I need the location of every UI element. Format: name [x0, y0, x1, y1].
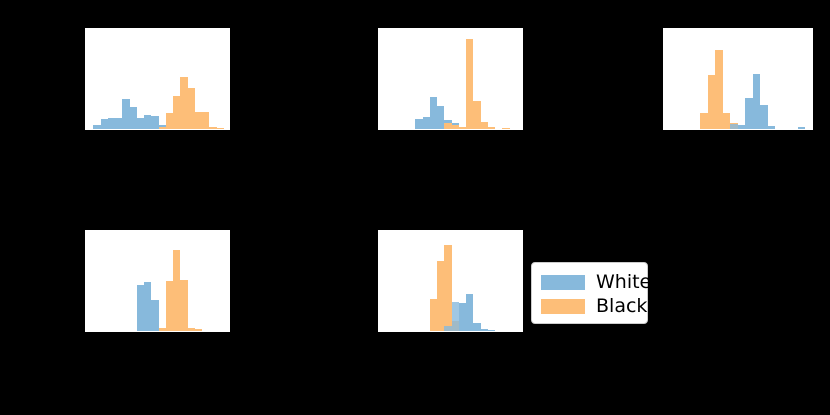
bar [187, 327, 195, 331]
plot-area [379, 231, 522, 331]
legend-swatch-black-icon [541, 298, 585, 314]
bar [752, 73, 760, 129]
bar [107, 117, 115, 129]
bar [415, 118, 423, 129]
bar [429, 299, 437, 331]
bar [158, 124, 166, 129]
bar [187, 88, 195, 129]
bar [158, 127, 166, 129]
subplot-row1-col2 [378, 28, 523, 130]
bar [707, 74, 715, 129]
bar [144, 114, 152, 129]
bar [180, 280, 188, 331]
bar [480, 121, 488, 129]
plot-area [664, 29, 812, 129]
bar [144, 282, 152, 331]
bar [180, 76, 188, 129]
bar [93, 124, 101, 129]
bar [722, 112, 730, 129]
bar [767, 125, 775, 129]
subplot-row2-col1 [85, 230, 230, 332]
bar [451, 302, 459, 331]
bar [458, 126, 466, 129]
bar [760, 104, 768, 129]
bar [194, 329, 202, 331]
bar [129, 106, 137, 129]
subplot-row2-col2 [378, 230, 523, 332]
bar [466, 39, 474, 129]
bar [473, 101, 481, 129]
legend-item-black[interactable]: Black [541, 294, 647, 318]
plot-area [379, 29, 522, 129]
bar [100, 118, 108, 129]
bar [444, 122, 452, 129]
subplot-row1-col3 [663, 28, 813, 130]
bar [451, 124, 459, 129]
legend: White Black [531, 262, 651, 324]
legend-item-white[interactable]: White [541, 270, 651, 294]
bar [136, 117, 144, 129]
plot-area [86, 29, 229, 129]
bar [473, 322, 481, 331]
bar [194, 111, 202, 129]
bar [480, 328, 488, 331]
bar [136, 285, 144, 331]
bar [165, 112, 173, 129]
bar [422, 116, 430, 129]
bar [158, 327, 166, 331]
bar [502, 127, 510, 129]
bar [444, 245, 452, 331]
bar [487, 126, 495, 129]
bar [151, 115, 159, 129]
bar [466, 294, 474, 331]
bar [202, 111, 210, 129]
bar [437, 260, 445, 331]
bar [715, 50, 723, 129]
plot-area [86, 231, 229, 331]
bar [700, 112, 708, 129]
bar [173, 250, 181, 331]
bar [216, 127, 224, 129]
bar [151, 300, 159, 331]
bar [437, 105, 445, 129]
bar [444, 325, 452, 331]
bar [745, 98, 753, 129]
subplot-row1-col1 [85, 28, 230, 130]
bar [730, 123, 738, 129]
bar [122, 99, 130, 129]
bar [487, 329, 495, 331]
bar [737, 124, 745, 129]
bar [173, 96, 181, 129]
bar [797, 126, 805, 129]
bar [458, 303, 466, 331]
bar [165, 281, 173, 331]
legend-label-white: White [596, 270, 652, 293]
bar [115, 117, 123, 129]
legend-swatch-white-icon [541, 274, 585, 290]
bar [429, 97, 437, 129]
legend-label-black: Black [596, 294, 648, 317]
bar [209, 127, 217, 129]
